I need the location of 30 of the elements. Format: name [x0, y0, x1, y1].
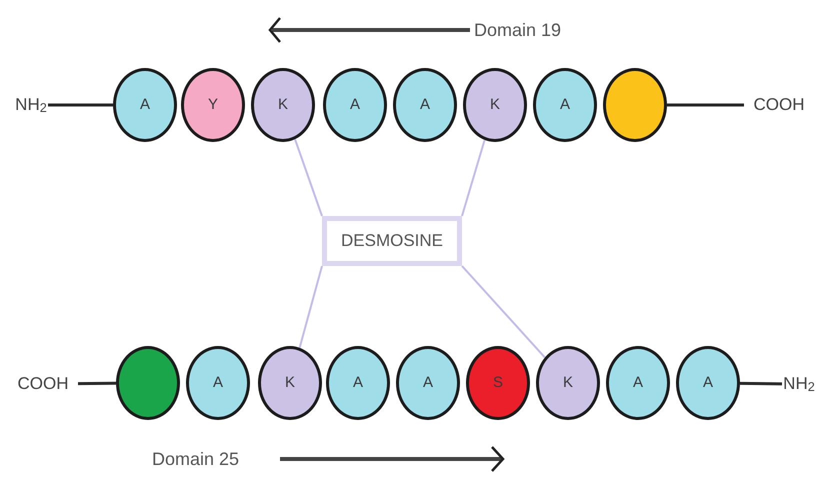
domain-label: Domain 19 [474, 19, 562, 42]
connector-line [740, 382, 782, 386]
amino-acid-circle: S [466, 346, 530, 420]
amino-acid-circle: K [258, 346, 322, 420]
terminus-label: COOH [744, 92, 814, 118]
amino-acid-circle: Y [181, 68, 245, 142]
amino-acid-circle: A [396, 346, 460, 420]
amino-acid-circle: A [393, 68, 457, 142]
terminus-label: NH$_{2}$ [782, 372, 816, 396]
amino-acid-circle: A [533, 68, 597, 142]
connector-line [461, 265, 546, 358]
domain-label: Domain 25 [152, 448, 240, 471]
connector-line [48, 104, 113, 106]
amino-acid-circle: K [251, 68, 315, 142]
amino-acid-circle: A [606, 346, 670, 420]
connector-line [294, 138, 323, 216]
amino-acid-circle: A [676, 346, 740, 420]
terminus-label: COOH [8, 371, 78, 397]
connector-line [78, 382, 116, 386]
amino-acid-circle: A [113, 68, 177, 142]
terminus-label: NH$_{2}$ [14, 93, 48, 117]
amino-acid-circle: A [326, 346, 390, 420]
connector-line [461, 140, 486, 216]
connector-line [667, 104, 744, 106]
crosslink-label-box: DESMOSINE [322, 216, 462, 266]
connector-line [298, 266, 323, 348]
amino-acid-circle: A [186, 346, 250, 420]
amino-acid-circle: K [463, 68, 527, 142]
amino-acid-circle: K [536, 346, 600, 420]
amino-acid-circle: A [323, 68, 387, 142]
